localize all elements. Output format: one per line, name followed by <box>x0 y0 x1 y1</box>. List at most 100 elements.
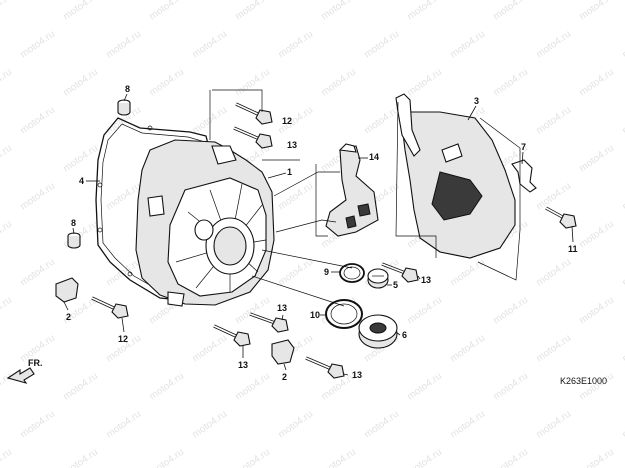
bracket-top-hook <box>338 143 357 153</box>
callout-13-lower-a: 13 <box>277 303 287 313</box>
bracket-slot-a <box>357 203 371 217</box>
bolt-part-13-mid <box>381 262 419 283</box>
watermark-text: moto4.ru <box>18 29 57 61</box>
watermark-text: moto4.ru <box>534 409 573 441</box>
watermark-text: moto4.ru <box>405 295 444 327</box>
callout-12-lower: 12 <box>118 334 128 344</box>
front-direction-arrow: FR. <box>6 358 43 384</box>
callout-13-bottom: 13 <box>352 370 362 380</box>
leader-lines <box>63 93 574 376</box>
sprocket-cover-lower-rim <box>419 237 501 259</box>
watermark-text: moto4.ru <box>0 0 14 22</box>
watermark-text: moto4.ru <box>276 181 315 213</box>
watermark-text: moto4.ru <box>61 143 100 175</box>
assembly-lines <box>209 89 521 307</box>
watermark-text: moto4.ru <box>405 447 444 468</box>
cover-bottom-lug <box>167 291 185 307</box>
cover-hub-opening <box>213 226 247 266</box>
watermark-text: moto4.ru <box>0 143 14 175</box>
watermark-text: moto4.ru <box>61 371 100 403</box>
o-ring-part-9 <box>339 263 365 283</box>
callout-4: 4 <box>79 176 84 186</box>
watermark-text: moto4.ru <box>534 257 573 289</box>
watermark-text: moto4.ru <box>104 409 143 441</box>
front-arrow-icon <box>6 367 35 384</box>
sprocket-cover-slot <box>441 143 463 163</box>
watermark-text: moto4.ru <box>491 67 530 99</box>
callout-labels: 8 12 13 3 7 4 1 14 8 11 9 5 13 2 12 13 1… <box>66 84 578 382</box>
watermark-text: moto4.ru <box>190 333 229 365</box>
watermark-text: moto4.ru <box>534 333 573 365</box>
watermark-text: moto4.ru <box>0 67 14 99</box>
watermark-text: moto4.ru <box>448 257 487 289</box>
watermark-text: moto4.ru <box>319 0 358 22</box>
clip-part-7 <box>511 159 537 193</box>
watermark-text: moto4.ru <box>362 29 401 61</box>
watermark-text: moto4.ru <box>577 0 616 22</box>
watermark-text: moto4.ru <box>147 67 186 99</box>
bracket-slot-b <box>345 215 357 229</box>
o-ring-part-10-inner <box>330 303 358 325</box>
callout-13-upper: 13 <box>287 140 297 150</box>
watermark-text: moto4.ru <box>190 29 229 61</box>
callout-9: 9 <box>324 267 329 277</box>
callout-2-left: 2 <box>66 312 71 322</box>
crankshaft-hole-cap-part-6 <box>358 314 398 349</box>
watermark-text: moto4.ru <box>405 371 444 403</box>
watermark-text: moto4.ru <box>491 447 530 468</box>
watermark-text: moto4.ru <box>577 295 616 327</box>
callout-12-upper: 12 <box>282 116 292 126</box>
o-ring-part-9-inner <box>343 266 361 280</box>
bolt-part-12-lower <box>91 296 129 319</box>
watermark-text: moto4.ru <box>276 29 315 61</box>
watermark-text: moto4.ru <box>233 295 272 327</box>
cover-top-boss <box>211 145 237 165</box>
watermark-text: moto4.ru <box>577 143 616 175</box>
watermark-text: moto4.ru <box>362 105 401 137</box>
watermark-text: moto4.ru <box>104 29 143 61</box>
watermark-text: moto4.ru <box>405 0 444 22</box>
watermark-text: moto4.ru <box>18 181 57 213</box>
watermark-text: moto4.ru <box>147 0 186 22</box>
bolt-part-13-top <box>233 126 273 149</box>
callout-1: 1 <box>287 167 292 177</box>
bolts <box>91 102 577 379</box>
watermark-text: moto4.ru <box>448 409 487 441</box>
callout-7: 7 <box>521 142 526 152</box>
watermark-text: moto4.ru <box>233 0 272 22</box>
watermark-text: moto4.ru <box>319 447 358 468</box>
watermark-text: moto4.ru <box>620 29 625 61</box>
sprocket-cover-window <box>431 171 483 221</box>
callout-14: 14 <box>369 152 379 162</box>
clamp-part-2-bottom <box>271 339 295 365</box>
watermark-text: moto4.ru <box>620 333 625 365</box>
watermark-text: moto4.ru <box>61 447 100 468</box>
watermark-text: moto4.ru <box>61 219 100 251</box>
timing-hole-cap-part-5 <box>367 268 389 289</box>
bolt-part-12-top <box>235 102 273 125</box>
watermark-text: moto4.ru <box>233 67 272 99</box>
watermark-text: moto4.ru <box>577 219 616 251</box>
watermark-text: moto4.ru <box>620 181 625 213</box>
callout-2-bottom: 2 <box>282 372 287 382</box>
callout-11: 11 <box>568 244 578 254</box>
watermark-text: moto4.ru <box>61 0 100 22</box>
watermark-text: moto4.ru <box>448 29 487 61</box>
watermark-text: moto4.ru <box>18 105 57 137</box>
watermark-text: moto4.ru <box>276 257 315 289</box>
bolt-part-13-lower-a <box>249 312 289 333</box>
callout-13-lower-b: 13 <box>238 360 248 370</box>
bolt-part-11 <box>545 206 577 229</box>
callout-13-mid: 13 <box>421 275 431 285</box>
watermark-text: moto4.ru <box>577 67 616 99</box>
watermark-text: moto4.ru <box>448 333 487 365</box>
watermark-text: moto4.ru <box>147 371 186 403</box>
watermark-text: moto4.ru <box>620 105 625 137</box>
diagram-code: K263E1000 <box>560 376 607 386</box>
watermark-text: moto4.ru <box>620 409 625 441</box>
watermark-text: moto4.ru <box>276 409 315 441</box>
watermark-text: moto4.ru <box>0 219 14 251</box>
